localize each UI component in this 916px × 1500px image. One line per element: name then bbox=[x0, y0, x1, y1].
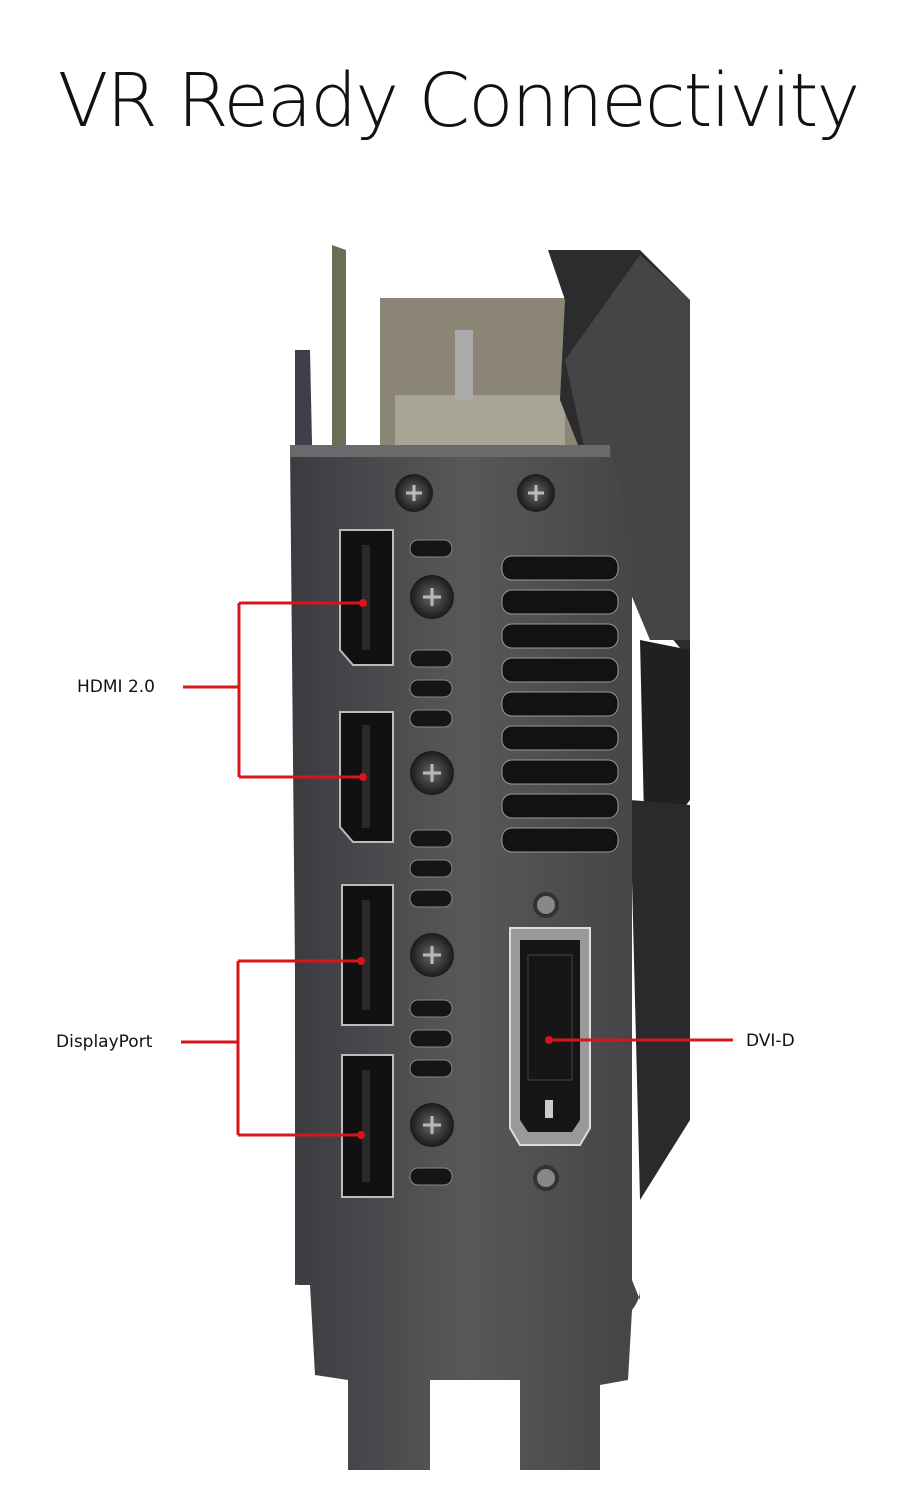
screw-icon bbox=[395, 474, 555, 512]
displayport-port bbox=[341, 1054, 394, 1198]
displayport-port bbox=[341, 884, 394, 1026]
hdmi-label: HDMI 2.0 bbox=[77, 677, 155, 697]
page-title: VR Ready Connectivity bbox=[57, 58, 861, 144]
dvi-label: DVI-D bbox=[746, 1031, 795, 1051]
displayport-callout-lines bbox=[181, 959, 361, 1137]
displayport-label: DisplayPort bbox=[56, 1032, 153, 1052]
screw-icon bbox=[410, 575, 454, 1147]
hdmi-callout-lines bbox=[183, 601, 363, 779]
cooler-shroud bbox=[332, 245, 690, 1200]
dvi-d-port bbox=[509, 892, 591, 1191]
hdmi-port bbox=[339, 529, 394, 666]
vent-slots-large bbox=[501, 555, 619, 853]
vent-slots-small bbox=[409, 539, 453, 1186]
